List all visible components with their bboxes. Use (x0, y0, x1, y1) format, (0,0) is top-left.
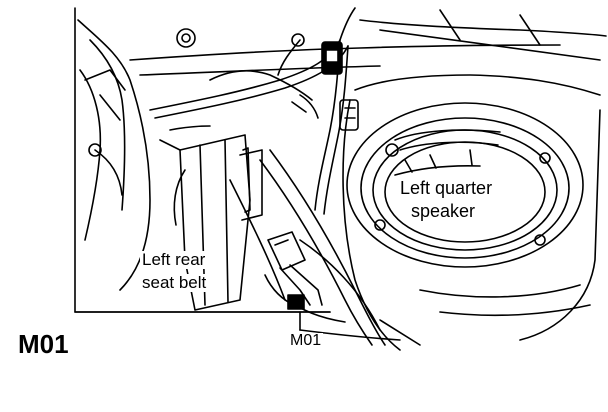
quarter-panel (342, 74, 601, 351)
illustration-frame (74, 7, 331, 313)
harness-connector (321, 41, 343, 75)
seat-belt-label-line2: seat belt (140, 273, 209, 292)
seat-belt-assembly (159, 125, 263, 311)
left-body-panel (77, 19, 151, 291)
seat-belt-label-line1: Left rear (140, 250, 208, 269)
harness-clips (291, 94, 359, 131)
parcel-shelf (129, 9, 607, 76)
connector-label: M01 (288, 332, 324, 350)
m01-connector (264, 231, 323, 331)
quarter-speaker (346, 102, 584, 268)
mounting-bolt (176, 28, 196, 48)
speaker-label-line1: Left quarter (398, 178, 495, 198)
speaker-label-line2: speaker (409, 201, 478, 221)
body-contours (229, 149, 401, 346)
diagram-code: M01 (18, 329, 69, 359)
